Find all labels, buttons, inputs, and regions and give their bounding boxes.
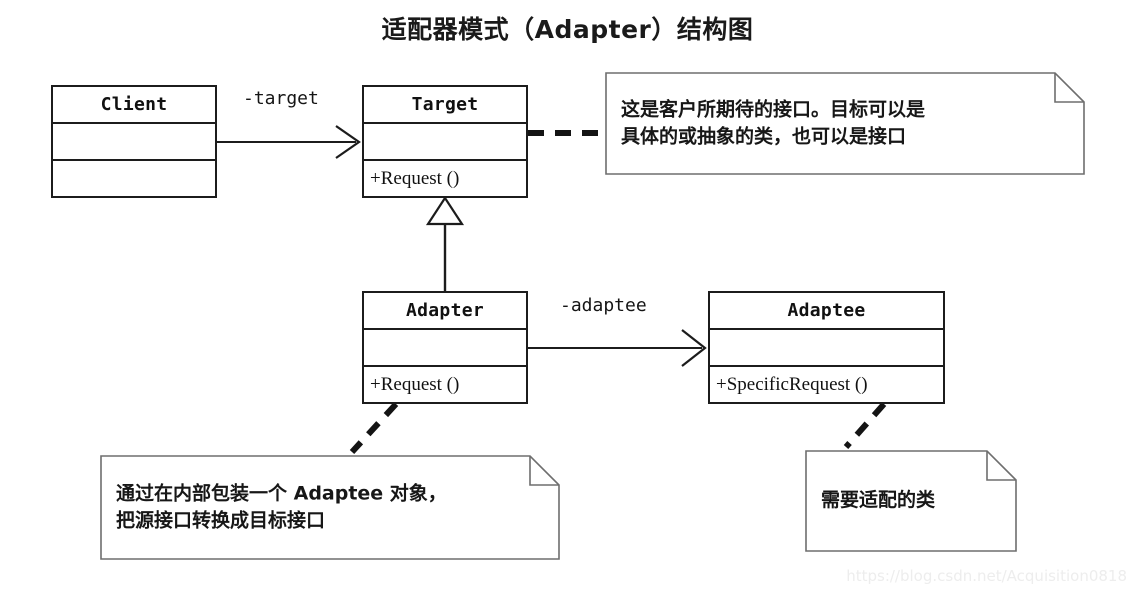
class-name-target: Target: [411, 94, 479, 115]
class-name-adaptee: Adaptee: [787, 300, 866, 321]
edge-adaptee-note: [843, 402, 887, 449]
edge-adapter-note: [349, 401, 399, 455]
edge-adapter-target-generalization: [425, 195, 465, 291]
note-adapter[interactable]: 通过在内部包装一个 Adaptee 对象， 把源接口转换成目标接口: [100, 455, 560, 560]
note-adaptee-text: 需要适配的类: [821, 489, 936, 512]
note-shape-adaptee-icon: [805, 450, 1017, 552]
edge-client-target: [217, 125, 361, 159]
note-shape-adapter-icon: [100, 455, 560, 560]
class-operations-client: [53, 159, 215, 196]
page-title: 适配器模式（Adapter）结构图: [381, 15, 754, 44]
note-adapter-text: 通过在内部包装一个 Adaptee 对象， 把源接口转换成目标接口: [116, 481, 447, 532]
note-adaptee[interactable]: 需要适配的类: [805, 450, 1017, 552]
note-target[interactable]: 这是客户所期待的接口。目标可以是 具体的或抽象的类，也可以是接口: [605, 72, 1085, 175]
class-attributes-adaptee: [710, 328, 943, 365]
edge-label-target: -target: [243, 88, 319, 109]
class-box-target[interactable]: Target +Request (): [362, 85, 528, 198]
class-operation-target-request: +Request (): [364, 159, 526, 196]
class-box-adapter[interactable]: Adapter +Request (): [362, 291, 528, 404]
class-name-client: Client: [100, 94, 168, 115]
class-name-adapter: Adapter: [406, 300, 484, 321]
note-shape-target-icon: [605, 72, 1085, 175]
edge-adapter-adaptee: [528, 329, 707, 367]
edge-label-adaptee: -adaptee: [560, 295, 647, 316]
class-operation-adaptee-specificrequest: +SpecificRequest (): [710, 365, 943, 402]
class-box-adaptee[interactable]: Adaptee +SpecificRequest (): [708, 291, 945, 404]
class-attributes-target: [364, 122, 526, 159]
note-target-text: 这是客户所期待的接口。目标可以是 具体的或抽象的类，也可以是接口: [621, 97, 926, 148]
watermark: https://blog.csdn.net/Acquisition0818: [846, 567, 1127, 585]
class-attributes-adapter: [364, 328, 526, 365]
class-box-client[interactable]: Client: [51, 85, 217, 198]
class-operation-adapter-request: +Request (): [364, 365, 526, 402]
class-attributes-client: [53, 122, 215, 159]
